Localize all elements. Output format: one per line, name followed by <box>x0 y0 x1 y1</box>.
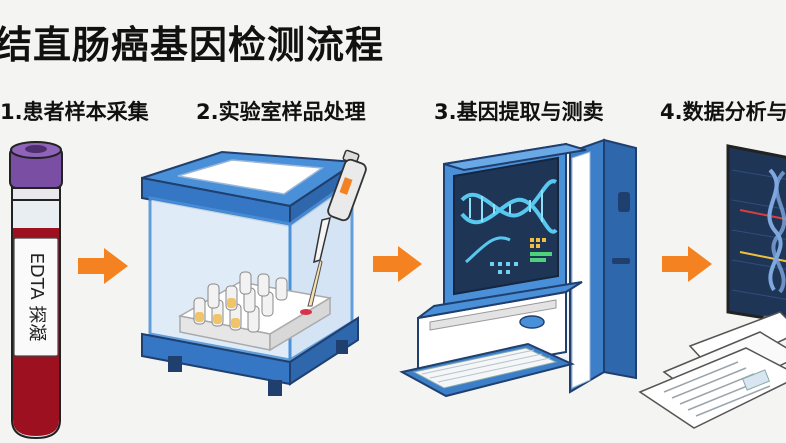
arrow-right-icon <box>373 246 422 282</box>
dna-helix-icon <box>460 179 558 264</box>
tube-label: EDTA 探凝 <box>26 253 47 342</box>
arrow-right-icon <box>78 248 128 284</box>
arrow-right-icon <box>662 246 712 282</box>
page-title: 结直肠癌基因检测流程 <box>0 23 385 67</box>
analysis-monitor-icon <box>726 144 786 335</box>
step-4-label: 4.数据分析与报 <box>660 100 786 124</box>
step-2-label: 2.实验室样品处理 <box>196 100 366 124</box>
report-papers-icon <box>638 311 786 429</box>
lab-processor-icon <box>141 150 359 396</box>
step-1-label: 1.患者样本采集 <box>0 100 149 124</box>
step-3-label: 3.基因提取与测卖 <box>434 100 604 124</box>
pipette-icon <box>307 149 367 307</box>
sequencer-computer-icon <box>399 138 637 398</box>
blood-tube-icon: EDTA 探凝 <box>9 141 63 440</box>
